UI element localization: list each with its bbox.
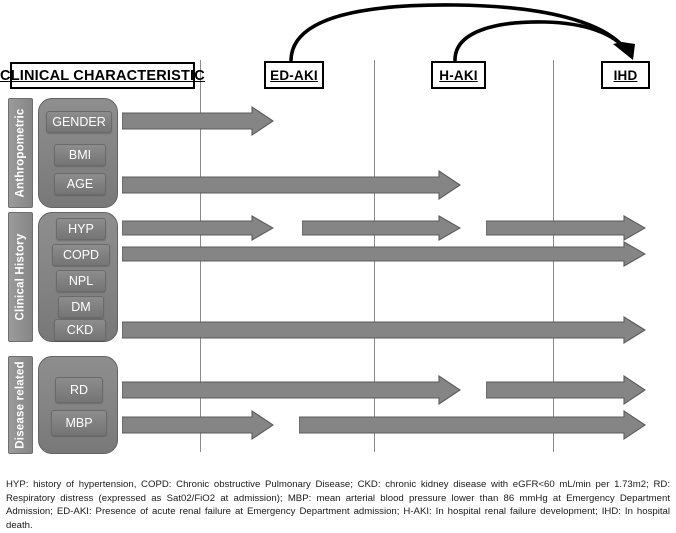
header-clinical-characteristic-label: CLINICAL CHARACTERISTIC bbox=[0, 67, 205, 84]
header-outcome-ihd-label: IHD bbox=[613, 67, 638, 83]
variable-pill-npl-label: NPL bbox=[68, 274, 94, 288]
variable-pill-hyp: HYP bbox=[56, 218, 106, 240]
header-outcome-ihd: IHD bbox=[601, 61, 650, 89]
variable-pill-copd-label: COPD bbox=[62, 248, 100, 262]
variable-pill-bmi: BMI bbox=[54, 144, 106, 166]
category-tab-clinical-history-label: Clinical History bbox=[14, 233, 27, 321]
variable-pill-mbp: MBP bbox=[51, 410, 107, 436]
variable-pill-rd-label: RD bbox=[69, 383, 89, 397]
header-clinical-characteristic: CLINICAL CHARACTERISTIC bbox=[0, 62, 205, 89]
header-outcome-ed-aki-label: ED-AKI bbox=[270, 67, 318, 83]
arrow-gender-to-ed-aki bbox=[122, 106, 274, 136]
arrow-age-to-h-aki bbox=[122, 170, 461, 200]
variable-pill-npl: NPL bbox=[56, 270, 106, 292]
curve-edaki-to-ihd bbox=[289, 3, 628, 62]
arrow-mbp-to-ed-aki bbox=[122, 410, 274, 440]
figure-footnote: HYP: history of hypertension, COPD: Chro… bbox=[6, 479, 670, 531]
variable-pill-dm: DM bbox=[58, 296, 104, 318]
curve-arrowhead-ihd bbox=[613, 42, 635, 60]
curve-haki-to-ihd bbox=[453, 20, 629, 62]
arrow-hyp-to-ed-aki bbox=[122, 215, 274, 241]
variable-pill-age: AGE bbox=[54, 173, 106, 195]
arrow-mbp-to-ihd bbox=[299, 410, 646, 440]
category-tab-disease-related: Disease related bbox=[8, 356, 33, 454]
header-outcome-h-aki-label: H-AKI bbox=[439, 67, 478, 83]
header-outcome-h-aki: H-AKI bbox=[431, 61, 486, 89]
variable-pill-dm-label: DM bbox=[71, 300, 91, 314]
variable-pill-gender-label: GENDER bbox=[52, 115, 106, 129]
variable-pill-ckd-label: CKD bbox=[66, 323, 94, 337]
group-box-disease-related bbox=[38, 356, 118, 454]
category-tab-clinical-history: Clinical History bbox=[8, 212, 33, 342]
category-tab-disease-related-label: Disease related bbox=[14, 361, 27, 449]
variable-pill-mbp-label: MBP bbox=[65, 416, 93, 430]
variable-pill-age-label: AGE bbox=[66, 177, 94, 191]
variable-pill-bmi-label: BMI bbox=[68, 148, 92, 162]
arrow-ckd-to-ihd bbox=[122, 316, 646, 344]
outcome-link-curves bbox=[289, 3, 635, 62]
arrow-hyp-to-ihd bbox=[486, 215, 646, 241]
variable-pill-rd: RD bbox=[55, 377, 103, 403]
variable-pill-copd: COPD bbox=[52, 244, 110, 266]
arrow-rd-to-ihd bbox=[486, 375, 646, 405]
arrow-copd-to-ihd bbox=[122, 241, 646, 267]
arrow-hyp-to-h-aki bbox=[302, 215, 461, 241]
category-tab-anthropometric: Anthropometric bbox=[8, 98, 33, 208]
variable-pill-ckd: CKD bbox=[54, 319, 106, 341]
variable-pill-gender: GENDER bbox=[46, 111, 112, 133]
arrow-rd-to-h-aki bbox=[122, 375, 461, 405]
header-outcome-ed-aki: ED-AKI bbox=[264, 61, 324, 89]
category-tab-anthropometric-label: Anthropometric bbox=[14, 108, 27, 198]
variable-pill-hyp-label: HYP bbox=[68, 222, 94, 236]
